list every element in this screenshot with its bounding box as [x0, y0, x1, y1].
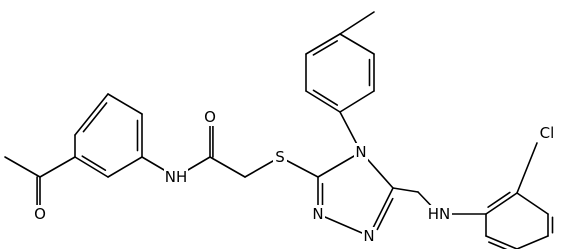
bond-line-33 [339, 33, 375, 55]
bond-line-38 [392, 187, 419, 193]
bond-line-2 [107, 93, 143, 115]
sulfur-label: S [275, 148, 285, 166]
bond-line-0 [74, 93, 109, 136]
bond-line-6 [74, 156, 109, 178]
bond-line-9 [39, 156, 76, 178]
atom-ketone-oxygen: O [33, 205, 47, 223]
bond-line-20 [317, 151, 362, 178]
bond-line-37 [339, 11, 375, 35]
atom-ring-nitrogen-1: N [362, 227, 376, 245]
bond-lines [4, 11, 554, 249]
bond-line-7 [81, 155, 107, 171]
amide-oxygen-label: O [204, 108, 216, 126]
bond-line-29 [312, 89, 339, 106]
ring-nitrogen-1-label: N [363, 227, 374, 245]
atom-chlorine: Cl [536, 124, 558, 142]
atom-amide-nitrogen: NH [164, 168, 188, 186]
bond-line-50 [516, 142, 538, 194]
atom-amine-nitrogen: HN [426, 205, 452, 223]
atom-ring-nitrogen-2: N [311, 205, 325, 223]
ketone-oxygen-label: O [34, 205, 46, 223]
bond-line-48 [488, 241, 508, 249]
bond-line-32 [312, 40, 338, 56]
bond-line-23 [376, 197, 394, 231]
bond-line-28 [305, 90, 341, 113]
amide-nitrogen-label: NH [165, 168, 188, 186]
atom-labels: O O NH S N N N HN [33, 108, 558, 245]
atom-amide-oxygen: O [203, 108, 217, 126]
atom-thioether-sulfur: S [273, 148, 287, 166]
bond-line-41 [485, 192, 518, 215]
bond-line-42 [487, 191, 511, 208]
ring-nitrogen-4-label: N [355, 143, 366, 161]
bond-line-31 [305, 33, 341, 55]
bond-line-47 [485, 235, 518, 249]
bond-line-43 [516, 192, 549, 215]
bond-line-1 [82, 102, 108, 133]
amine-nitrogen-label: HN [428, 205, 451, 223]
chlorine-label: Cl [540, 124, 555, 142]
bond-line-5 [107, 156, 143, 178]
bond-line-10 [4, 156, 41, 178]
atom-ring-nitrogen-4: N [354, 143, 368, 161]
bond-line-36 [339, 90, 375, 113]
bond-line-24 [317, 213, 370, 237]
bond-line-46 [516, 235, 549, 249]
ring-nitrogen-2-label: N [312, 205, 323, 223]
bond-line-17 [209, 156, 246, 178]
